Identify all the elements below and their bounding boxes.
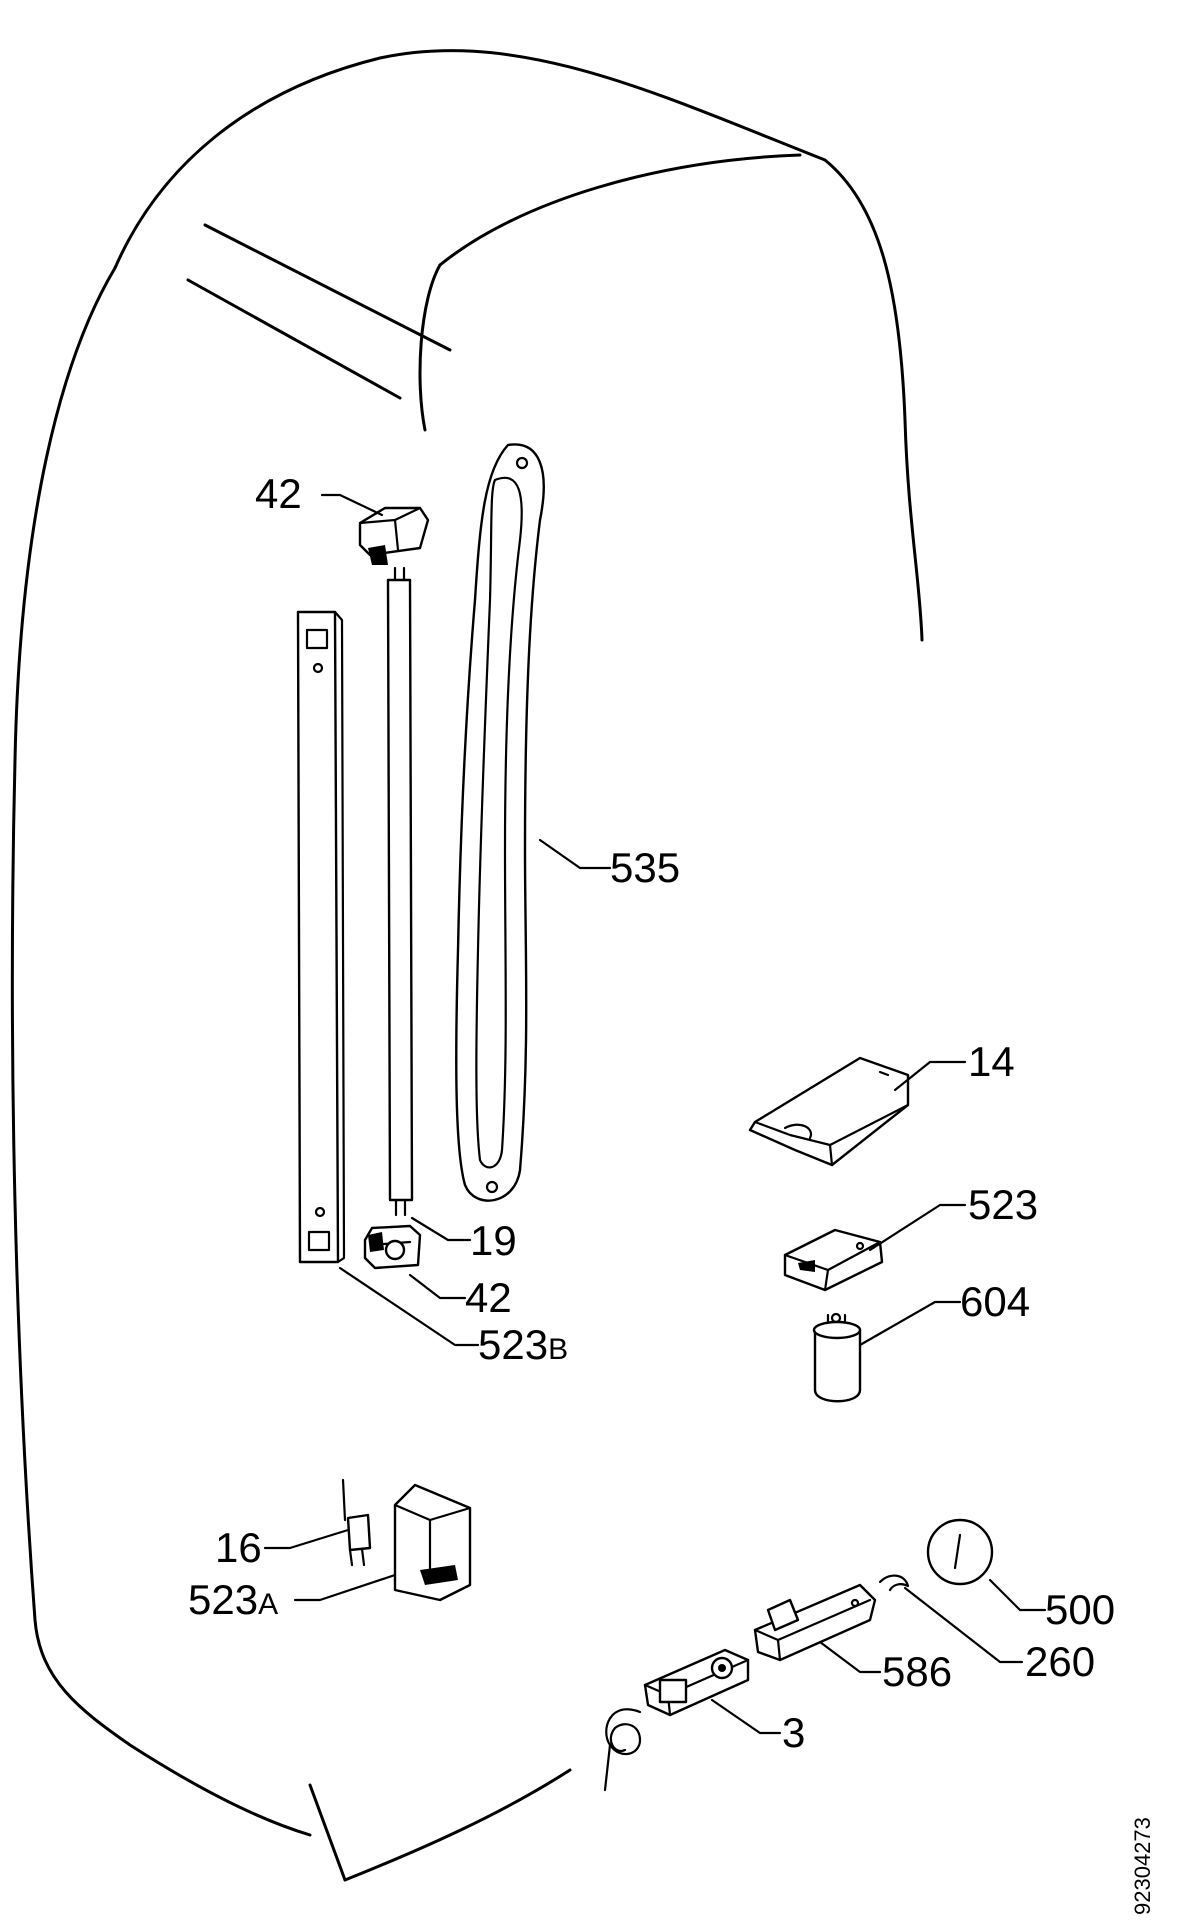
callout-586: 586 bbox=[882, 1648, 952, 1695]
leader-lines bbox=[263, 493, 1047, 1735]
thermostat-3 bbox=[603, 1648, 750, 1792]
callout-500: 500 bbox=[1045, 1586, 1115, 1633]
lamp-holder-42-bottom bbox=[363, 1224, 422, 1270]
callout-16: 16 bbox=[215, 1524, 262, 1571]
switch-16 bbox=[341, 1478, 372, 1567]
door-outline bbox=[10, 49, 924, 1882]
callout-523A: 523A bbox=[188, 1576, 278, 1623]
callout-42-top: 42 bbox=[255, 470, 302, 517]
callout-604: 604 bbox=[960, 1278, 1030, 1325]
door-gasket-535 bbox=[455, 443, 545, 1202]
callout-535: 535 bbox=[610, 844, 680, 891]
document-number: 92304273 bbox=[1130, 1817, 1155, 1915]
callout-42-bottom: 42 bbox=[465, 1274, 512, 1321]
bracket-586 bbox=[753, 1583, 877, 1662]
callout-14: 14 bbox=[968, 1038, 1015, 1085]
switch-housing-523A bbox=[393, 1483, 472, 1602]
knob-500 bbox=[926, 1518, 994, 1586]
light-cover-bar-523B bbox=[296, 610, 346, 1264]
relay-523 bbox=[783, 1228, 884, 1292]
callout-523B-number: 523 bbox=[478, 1321, 548, 1368]
callout-523A-number: 523 bbox=[188, 1576, 258, 1623]
callout-523A-suffix: A bbox=[258, 1588, 278, 1621]
capacitor-604 bbox=[812, 1312, 862, 1403]
callout-labels: 42 535 14 523 19 42 523B 604 16 523A 500… bbox=[188, 470, 1115, 1756]
spring-clip-260 bbox=[878, 1574, 910, 1592]
callout-3: 3 bbox=[782, 1709, 805, 1756]
callout-19: 19 bbox=[470, 1217, 517, 1264]
callout-523B-suffix: B bbox=[548, 1333, 568, 1366]
callout-260: 260 bbox=[1025, 1638, 1095, 1685]
fluorescent-tube-19 bbox=[386, 566, 414, 1217]
lamp-holder-42-top bbox=[358, 506, 430, 565]
cover-14 bbox=[748, 1056, 910, 1167]
callout-523B: 523B bbox=[478, 1321, 568, 1368]
callout-523: 523 bbox=[968, 1181, 1038, 1228]
